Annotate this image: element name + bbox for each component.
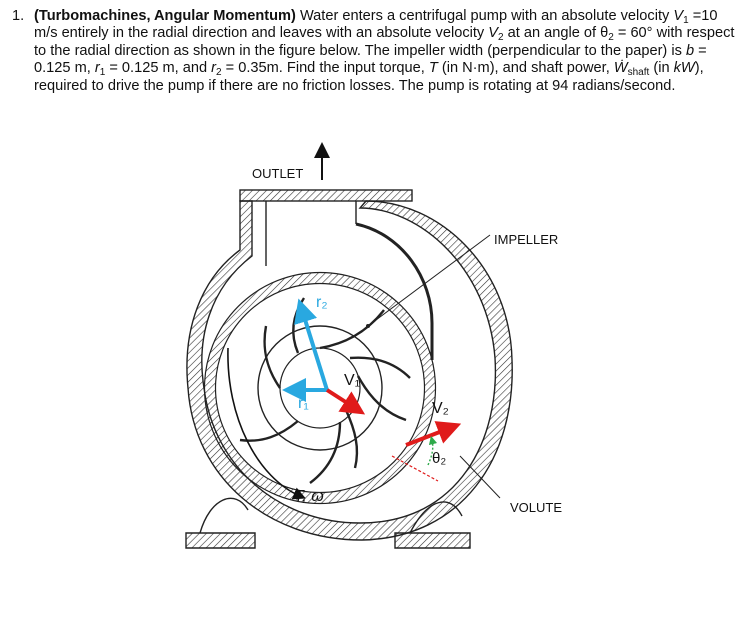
subscript: 1 bbox=[99, 67, 106, 79]
problem-text: (in N·m), and shaft power, bbox=[437, 60, 614, 77]
torque-label: T, ω bbox=[294, 488, 324, 505]
radial-reference-line bbox=[391, 455, 439, 482]
subscript: 2 bbox=[608, 32, 614, 44]
problem-text: at an angle of θ bbox=[503, 25, 609, 42]
outlet-flange bbox=[239, 189, 413, 202]
volute-label: VOLUTE bbox=[510, 500, 563, 515]
v1-label: V₁ bbox=[344, 372, 361, 389]
impeller-ring-inner bbox=[214, 282, 426, 494]
problem-text: = 0.125 m, bbox=[34, 42, 707, 77]
outlet-label: OUTLET bbox=[252, 166, 304, 181]
v1-velocity-arrow bbox=[325, 388, 366, 415]
v2-velocity-arrow bbox=[405, 421, 462, 447]
problem-text: = 0.125 m, and bbox=[105, 60, 212, 77]
impeller-label: IMPELLER bbox=[494, 232, 559, 247]
symbol-t: T bbox=[428, 60, 438, 77]
problem-text: = 0.35m. Find the input torque, bbox=[221, 60, 429, 77]
problem-text: = 60° with respect to the radial directi… bbox=[34, 25, 735, 59]
pump-figure: OUTLET IMPELLER VOLUTE r₂ r₁ V₁ V₂ θ₂ T,… bbox=[170, 138, 610, 558]
theta2-arc bbox=[427, 435, 438, 466]
problem-statement: 1. (Turbomachines, Angular Momentum) Wat… bbox=[12, 8, 740, 95]
symbol-r: r bbox=[94, 60, 100, 77]
volute-leader bbox=[459, 455, 501, 499]
r2-label: r₂ bbox=[316, 294, 328, 311]
problem-number: 1. bbox=[12, 8, 25, 24]
problem-body: (Turbomachines, Angular Momentum) Water … bbox=[34, 8, 740, 95]
symbol-w: Ẇ bbox=[613, 60, 628, 77]
subscript: 2 bbox=[216, 67, 222, 79]
subscript: 1 bbox=[683, 15, 689, 26]
problem-text: Water enters a centrifugal pump with an … bbox=[295, 8, 674, 24]
r1-label: r₁ bbox=[298, 395, 309, 412]
symbol-kw: kW bbox=[673, 60, 695, 77]
symbol-r: r bbox=[211, 60, 217, 77]
impeller-ring bbox=[204, 272, 436, 504]
symbol-v: V bbox=[673, 8, 684, 24]
symbol-v: V bbox=[488, 25, 499, 42]
pump-base bbox=[185, 532, 471, 549]
r2-radius-arrow bbox=[294, 298, 329, 391]
impeller-eye bbox=[257, 325, 383, 451]
pump-diagram bbox=[185, 142, 513, 549]
outlet-pipe-wall bbox=[265, 201, 357, 266]
v2-label: V₂ bbox=[432, 400, 449, 417]
symbol-b: b bbox=[685, 42, 695, 59]
impeller-leader bbox=[367, 234, 491, 327]
torque-arrow bbox=[227, 347, 306, 500]
pump-feet bbox=[199, 497, 463, 534]
impeller-vanes bbox=[239, 297, 411, 484]
theta2-label: θ₂ bbox=[432, 450, 447, 467]
problem-text: ), required to drive the pump if there a… bbox=[34, 60, 704, 94]
subscript: shaft bbox=[627, 67, 650, 79]
problem-title: (Turbomachines, Angular Momentum) bbox=[34, 8, 296, 24]
problem-text: (in bbox=[649, 60, 674, 77]
volute-inner-wall bbox=[355, 222, 434, 360]
subscript: 2 bbox=[498, 32, 504, 44]
impeller-ring-outer bbox=[203, 271, 437, 505]
problem-text: =10 m/s entirely in the radial direction… bbox=[34, 8, 718, 42]
